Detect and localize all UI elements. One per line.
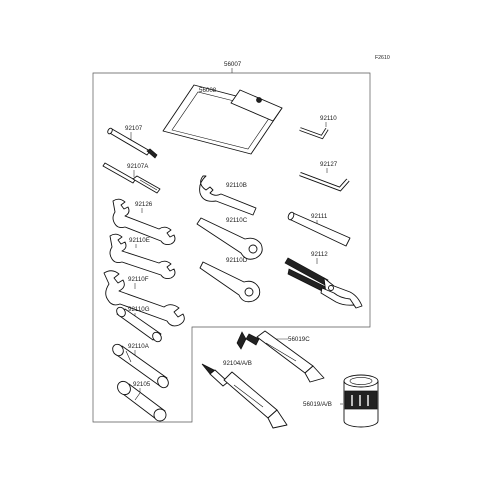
label-wrench-b: 92110E — [129, 237, 150, 244]
plug-wrench-icon — [117, 380, 167, 422]
pliers-icon — [284, 257, 363, 309]
grease-tube-c-icon — [236, 330, 325, 383]
bar-icon — [287, 211, 351, 247]
label-socket-g: 92110G — [128, 306, 150, 313]
socket-g-icon — [116, 306, 162, 343]
hex-key-large-icon — [299, 168, 350, 192]
label-wrench-c: 92110F — [128, 276, 149, 283]
kit-frame — [92, 72, 371, 423]
label-wrench-a: 92126 — [135, 201, 153, 208]
open-end-wrench-a-icon — [112, 198, 176, 246]
label-pliers: 92112 — [311, 251, 328, 258]
box-wrench-c-icon — [196, 217, 263, 260]
hook-spanner-icon — [199, 175, 257, 216]
label-kit: 56007 — [224, 61, 242, 68]
label-socket-a: 92110A — [128, 343, 150, 350]
hex-key-small-icon — [299, 122, 329, 140]
grease-tube-ab-icon — [201, 363, 288, 429]
driver-handle-icon — [107, 127, 158, 159]
label-hex-key-large: 92127 — [320, 161, 338, 168]
screwdriver-icon — [102, 162, 161, 194]
socket-a-icon — [112, 343, 169, 389]
label-hex-key-small: 92110 — [320, 115, 337, 122]
label-box-wrench-c: 92110C — [226, 217, 248, 224]
label-box-wrench-d: 92110D — [226, 257, 248, 264]
label-grease-tube-ab: 92104/A/B — [223, 360, 252, 367]
label-pouch: 56008 — [199, 87, 217, 94]
tool-pouch — [162, 84, 283, 155]
open-end-wrench-b-icon — [109, 233, 176, 280]
label-grease-can: 56019/A/B — [303, 401, 332, 408]
label-bar: 92111 — [311, 213, 328, 220]
label-hook-spanner: 92110B — [226, 182, 247, 189]
label-grease-tube-c: 56019C — [288, 336, 310, 343]
figure-code: F2610 — [375, 55, 390, 61]
label-screwdriver: 92107A — [127, 163, 149, 170]
open-end-wrench-c-icon — [103, 270, 185, 327]
box-wrench-d-icon — [199, 261, 261, 303]
grease-can-icon — [340, 374, 379, 428]
label-plug-wrench: 92105 — [133, 381, 151, 388]
label-driver-handle: 92107 — [125, 125, 143, 132]
